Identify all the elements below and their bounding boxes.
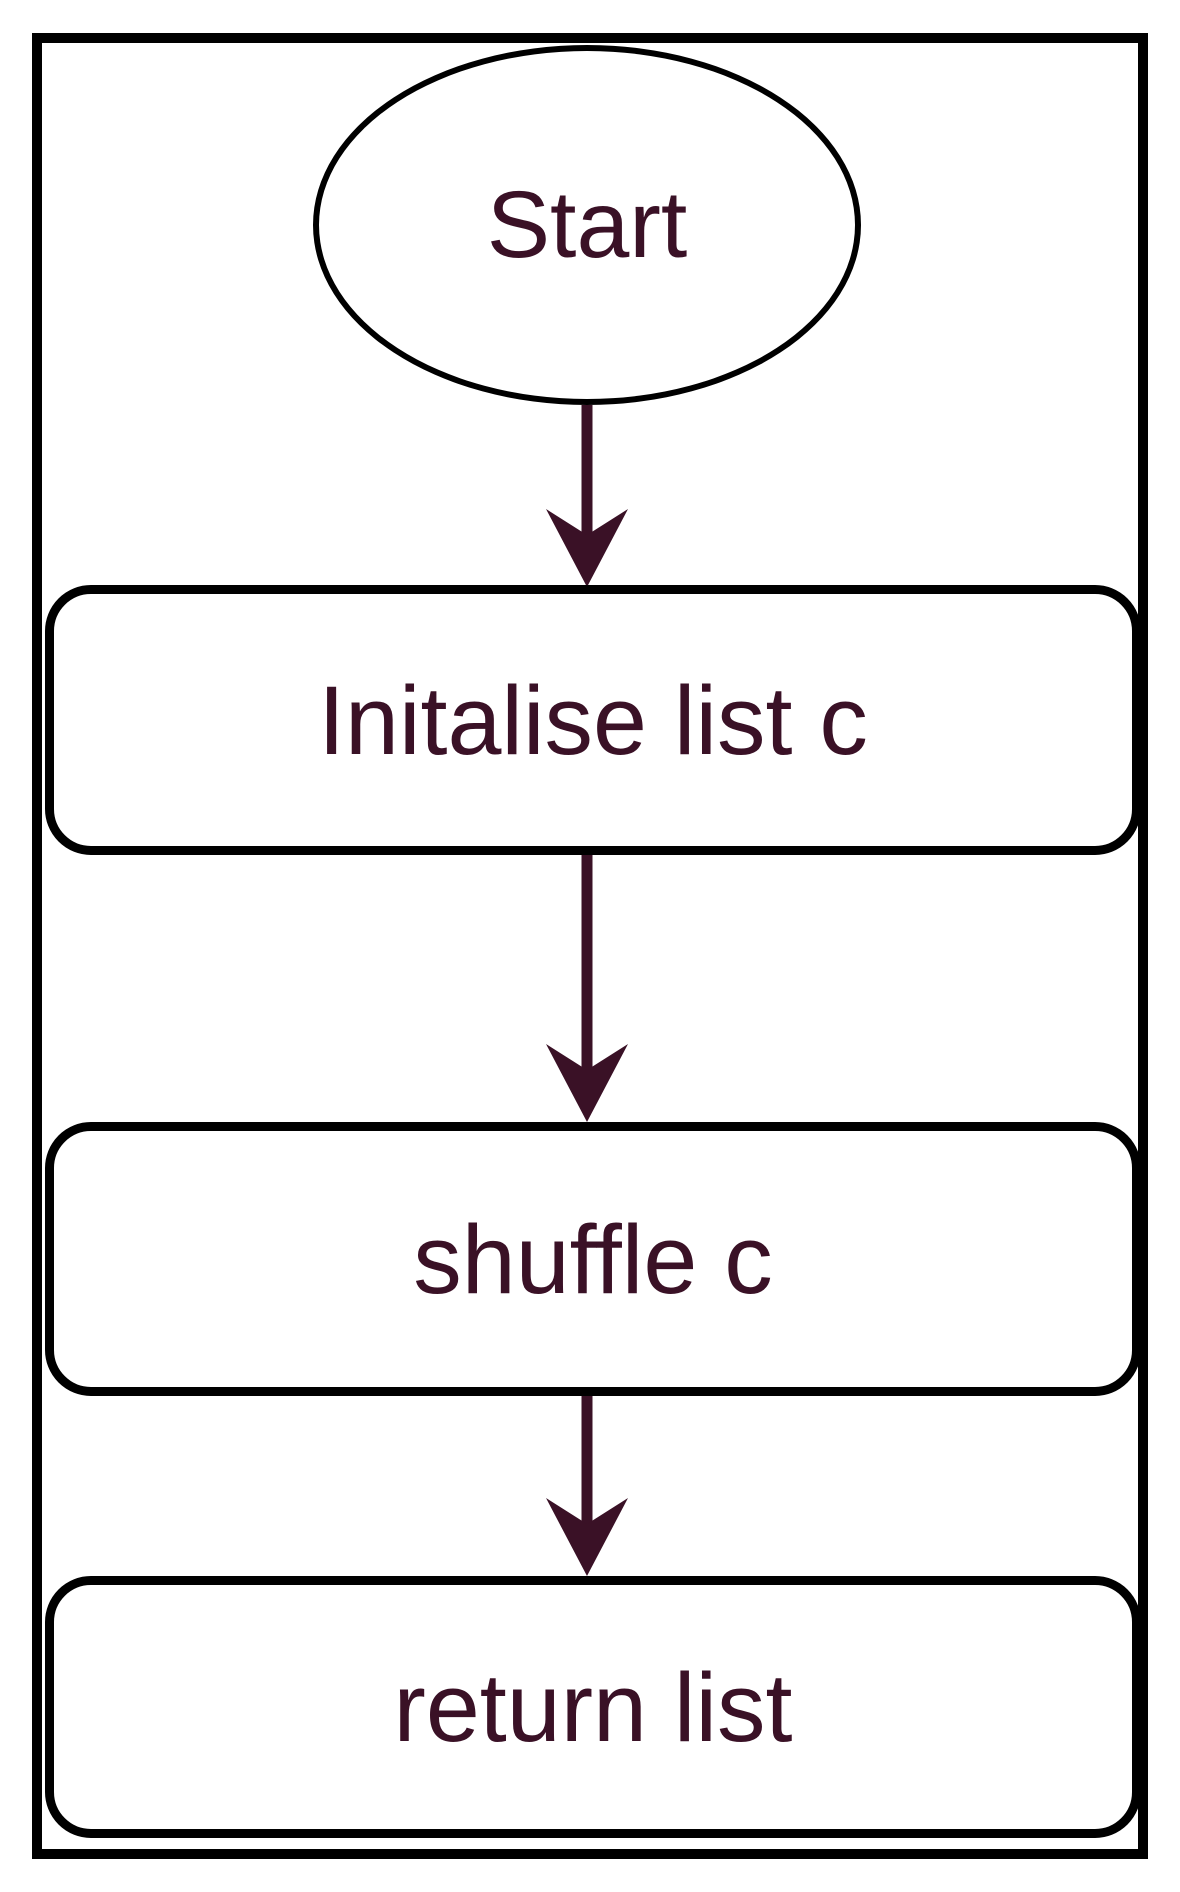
arrow-start-to-initialise (546, 405, 628, 587)
arrowhead-icon (546, 1498, 628, 1576)
process-shuffle-node: shuffle c (45, 1122, 1141, 1396)
process-initialise-list-label: Initalise list c (318, 665, 868, 775)
process-return-list-node: return list (45, 1576, 1141, 1838)
process-shuffle-label: shuffle c (413, 1204, 773, 1314)
process-initialise-list-node: Initalise list c (45, 585, 1141, 855)
arrowhead-icon (546, 1044, 628, 1122)
start-node: Start (313, 45, 861, 405)
arrow-shuffle-to-return (546, 1396, 628, 1576)
arrow-initialise-to-shuffle (546, 855, 628, 1122)
arrowhead-icon (546, 509, 628, 587)
process-return-list-label: return list (393, 1652, 793, 1762)
start-node-label: Start (486, 171, 688, 278)
